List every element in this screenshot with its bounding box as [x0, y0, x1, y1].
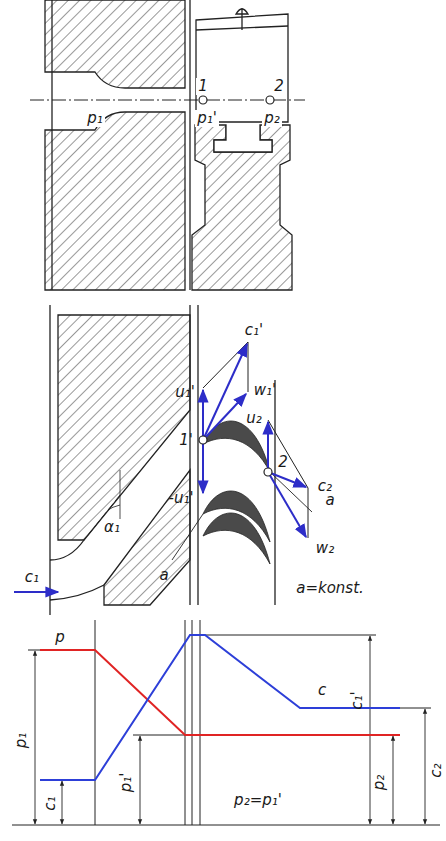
- angle-label: α₁: [102, 519, 122, 536]
- dimension-label: p₂: [371, 772, 388, 792]
- dimension-label: a: [157, 567, 170, 584]
- velocity-label: u₂: [244, 410, 264, 427]
- velocity-label: u₁': [173, 384, 197, 401]
- curve-label: c: [316, 682, 328, 699]
- dimension-label: c₁: [41, 794, 58, 812]
- point-number: 1': [177, 432, 195, 449]
- note-label: a=konst.: [294, 580, 366, 597]
- point-number: 2: [272, 78, 286, 95]
- point-number: 1: [196, 78, 210, 95]
- dimension-label: a: [323, 492, 336, 509]
- pressure-label: p₁': [195, 110, 219, 127]
- pressure-label: p₂: [262, 110, 282, 127]
- pressure-label: p₁: [85, 110, 105, 127]
- dimension-label: c₁': [348, 689, 365, 711]
- velocity-label: w₁': [252, 382, 278, 399]
- velocity-label: c₁': [243, 322, 265, 339]
- dimension-label: p₁': [118, 770, 135, 794]
- velocity-label: c₁: [23, 569, 41, 586]
- curve-label: p: [53, 629, 67, 646]
- dimension-label: p₂=p₁': [232, 792, 284, 809]
- point-number: 2: [276, 454, 290, 471]
- dimension-label: c₂: [427, 761, 444, 779]
- velocity-label: -u₁': [166, 490, 195, 507]
- dimension-label: p₁: [13, 730, 30, 750]
- velocity-label: w₂: [314, 540, 336, 557]
